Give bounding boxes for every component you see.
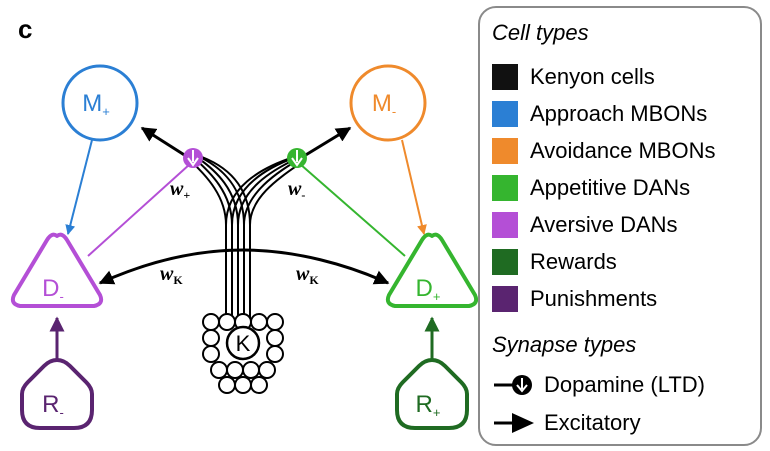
m-plus-label: M+ — [82, 90, 110, 119]
legend-item-rewards: Rewards — [492, 247, 617, 277]
legend-label: Appetitive DANs — [530, 175, 691, 200]
legend-label: Aversive DANs — [530, 212, 678, 237]
legend-item-avoidance-mbons: Avoidance MBONs — [492, 136, 715, 166]
legend-label: Kenyon cells — [530, 64, 655, 89]
excitatory-arrow-icon — [494, 413, 534, 433]
avoidance-mbons-swatch — [492, 138, 518, 164]
legend-item-punishments: Punishments — [492, 284, 657, 314]
m-minus-to-d-plus-edge — [401, 139, 427, 235]
appetitive-dans-swatch — [492, 175, 518, 201]
legend-box: Cell types Kenyon cells Approach MBONs A… — [478, 6, 762, 446]
dopamine-synapse-left — [183, 148, 203, 168]
synapse-to-m-minus-edge — [303, 126, 352, 158]
legend-item-kenyon: Kenyon cells — [492, 62, 655, 92]
d-plus-node — [385, 232, 479, 308]
kenyon-to-d-plus-edge — [242, 248, 390, 285]
m-minus-label: M- — [372, 90, 396, 119]
d-plus-label: D+ — [416, 275, 441, 304]
w-minus-label: w- — [288, 178, 305, 202]
w-plus-label: w+ — [170, 178, 190, 202]
legend-label: Dopamine (LTD) — [544, 372, 705, 397]
cell-types-title: Cell types — [492, 20, 589, 45]
r-plus-node — [395, 357, 469, 430]
wk-left-label: wK — [160, 263, 183, 287]
m-plus-node — [61, 64, 139, 142]
legend-label: Rewards — [530, 249, 617, 274]
r-minus-label: R- — [42, 391, 64, 420]
kenyon-cell-cluster — [202, 313, 284, 394]
synapse-types-title: Synapse types — [492, 332, 637, 357]
synapse-to-m-plus-edge — [140, 126, 187, 158]
approach-mbons-swatch — [492, 101, 518, 127]
legend-label: Approach MBONs — [530, 101, 708, 126]
rewards-swatch — [492, 249, 518, 275]
m-minus-node — [349, 64, 427, 142]
dopamine-synapse-icon — [494, 375, 532, 395]
r-minus-node — [20, 357, 94, 430]
kenyon-swatch — [492, 64, 518, 90]
d-minus-label: D- — [42, 275, 64, 304]
d-minus-node — [10, 232, 104, 308]
d-plus-to-synapse-edge — [299, 163, 406, 257]
legend-item-approach-mbons: Approach MBONs — [492, 99, 707, 129]
legend-label: Punishments — [530, 286, 658, 311]
wk-right-label: wK — [296, 263, 319, 287]
legend-label: Avoidance MBONs — [530, 138, 716, 163]
legend-item-aversive-dans: Aversive DANs — [492, 210, 678, 240]
legend-label: Excitatory — [544, 410, 641, 435]
legend-item-dopamine: Dopamine (LTD) — [492, 370, 705, 400]
legend-item-excitatory: Excitatory — [492, 408, 641, 438]
aversive-dans-swatch — [492, 212, 518, 238]
kenyon-node-label: K — [236, 331, 251, 356]
punishments-swatch — [492, 286, 518, 312]
m-plus-to-d-minus-edge — [65, 139, 93, 235]
legend-item-appetitive-dans: Appetitive DANs — [492, 173, 690, 203]
dopamine-synapse-right — [287, 148, 307, 168]
kenyon-to-d-minus-edge — [98, 248, 244, 285]
r-plus-label: R+ — [416, 391, 441, 420]
panel-label: c — [18, 14, 33, 44]
d-minus-to-synapse-edge — [87, 163, 191, 257]
